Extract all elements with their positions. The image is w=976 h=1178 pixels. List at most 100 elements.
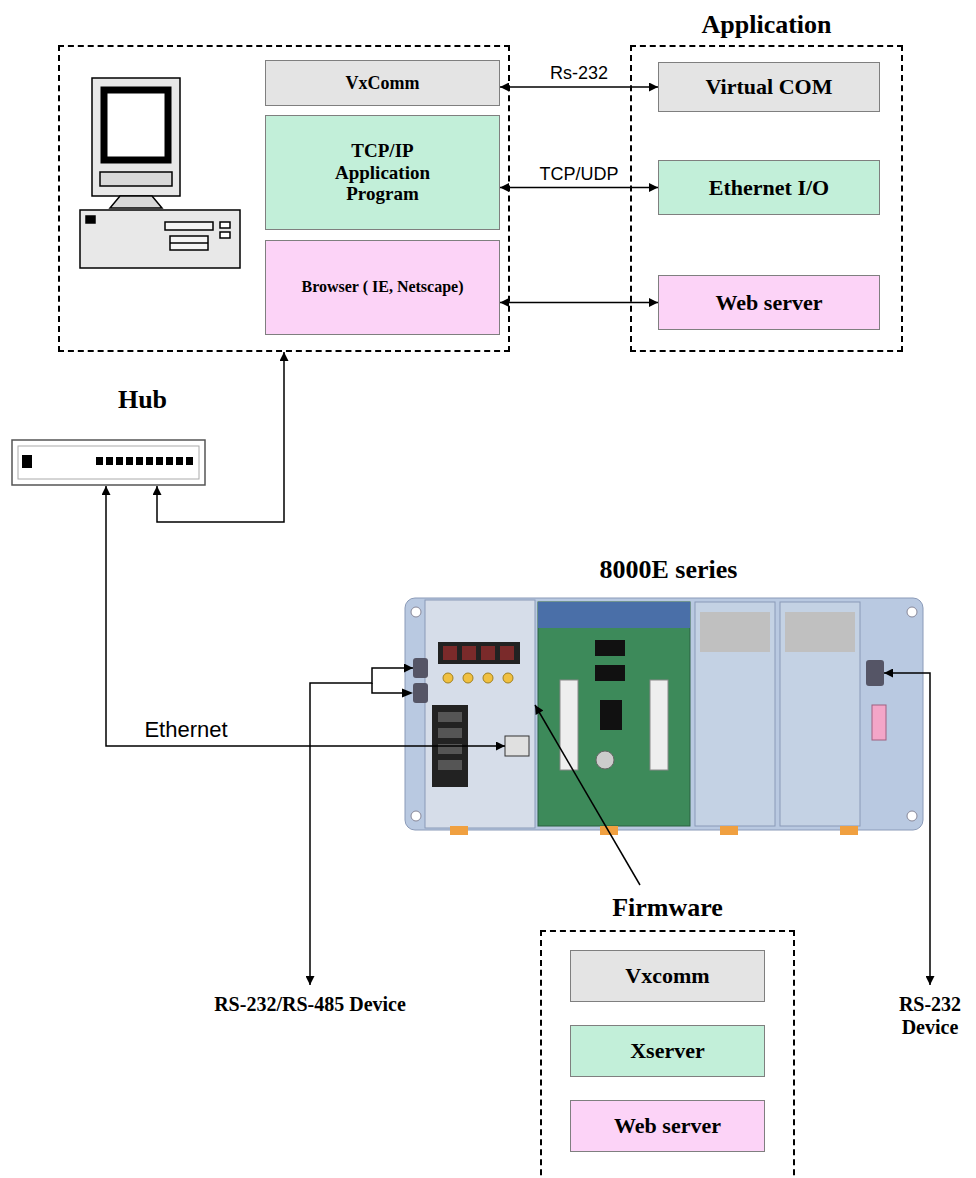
controller-illustration	[405, 598, 923, 835]
case-button	[220, 222, 230, 228]
clip	[720, 826, 738, 835]
application-box: Virtual COM	[658, 62, 880, 112]
box-label: Virtual COM	[706, 74, 833, 99]
led-digit	[481, 646, 495, 660]
heading-label: RS-232/RS-485 Device	[210, 993, 410, 1016]
mount-hole	[411, 811, 421, 821]
branch-wire	[372, 683, 403, 693]
power-led	[86, 216, 95, 223]
connector-label: TCP/UDP	[536, 165, 621, 185]
mount-hole	[907, 607, 917, 617]
terminal	[438, 712, 462, 722]
application-group: ApplicationVirtual COM Ethernet I/O Web se…	[630, 5, 903, 352]
drive-line	[170, 242, 208, 244]
dip-switch	[872, 705, 886, 740]
firmware-box: Xserver	[570, 1025, 765, 1077]
module-cap	[785, 612, 855, 652]
chip	[595, 665, 625, 681]
box-label: TCP/IP Application Program	[318, 140, 448, 206]
connector	[560, 680, 578, 770]
group-heading: Firmware	[540, 885, 795, 930]
heading-label: Application	[701, 10, 831, 40]
drive-bay	[170, 236, 208, 250]
box-label: Web server	[716, 290, 823, 315]
led-digit	[443, 646, 457, 660]
led-display	[438, 642, 520, 664]
heading-label: Hub	[75, 385, 210, 415]
terminal	[438, 760, 462, 770]
heading-label: 8000E series	[402, 555, 935, 585]
box-label: Xserver	[630, 1038, 705, 1063]
application-box: Web server	[658, 275, 880, 330]
ethernet-port	[505, 736, 529, 756]
component	[596, 751, 614, 769]
hub-led	[22, 455, 32, 468]
serial-device: RS-232/RS-485 Device	[210, 985, 410, 1055]
firmware-box: Web server	[570, 1100, 765, 1152]
monitor-bezel	[100, 172, 172, 186]
box-label: Vxcomm	[625, 963, 709, 988]
port-branch	[372, 683, 413, 698]
serial-port	[413, 683, 428, 703]
firmware-group: FirmwareVxcommXserverWeb server	[540, 885, 795, 1178]
connector-label: Ethernet	[141, 718, 230, 742]
back-plate	[405, 598, 923, 830]
blank-module	[695, 602, 775, 826]
group-heading: Application	[630, 5, 903, 45]
connector	[310, 668, 413, 985]
connectors	[106, 87, 930, 985]
software-box: TCP/IP Application Program	[265, 115, 500, 230]
monitor-case	[92, 78, 180, 196]
mount-hole	[907, 811, 917, 821]
terminal	[438, 728, 462, 738]
blank-module	[780, 602, 860, 826]
connector	[157, 352, 284, 522]
connector	[650, 680, 668, 770]
clip	[450, 826, 468, 835]
application-box: Ethernet I/O	[658, 160, 880, 215]
heading-label: RS-232 Device	[888, 993, 972, 1039]
connector	[500, 302, 658, 304]
box-label: Web server	[614, 1113, 721, 1138]
button	[463, 673, 473, 683]
box-label: Browser ( IE, Netscape)	[301, 278, 463, 296]
connector	[535, 705, 640, 885]
heading-label: Firmware	[612, 893, 723, 923]
pc-illustration	[80, 78, 240, 268]
software-box: VxComm	[265, 60, 500, 106]
hub-device: Hub	[10, 385, 210, 486]
chip	[600, 700, 622, 730]
box-label: VxComm	[346, 73, 420, 94]
led-digit	[462, 646, 476, 660]
software-box: Browser ( IE, Netscape)	[265, 240, 500, 335]
arrowhead	[402, 689, 413, 698]
hub-icon	[12, 440, 205, 485]
board-top	[538, 602, 690, 628]
chip	[595, 640, 625, 656]
button	[443, 673, 453, 683]
button	[503, 673, 513, 683]
monitor-screen	[104, 90, 168, 160]
connector	[106, 486, 505, 746]
drive-slot	[165, 222, 213, 230]
module-cap	[700, 612, 770, 652]
monitor-stand	[110, 196, 162, 208]
cpu-module	[425, 600, 535, 828]
hub-face	[18, 446, 199, 479]
clip	[840, 826, 858, 835]
hub-case	[12, 440, 205, 485]
serial-device: RS-232 Device	[888, 985, 972, 1055]
connector	[884, 673, 930, 985]
serial-port	[866, 660, 884, 686]
connector	[500, 86, 658, 88]
firmware-box: Vxcomm	[570, 950, 765, 1002]
computer-case	[80, 210, 240, 268]
led-digit	[500, 646, 514, 660]
button	[483, 673, 493, 683]
serial-port	[413, 658, 428, 678]
mount-hole	[411, 607, 421, 617]
hub-ports	[96, 457, 196, 465]
controller-device: 8000E series	[400, 555, 935, 835]
